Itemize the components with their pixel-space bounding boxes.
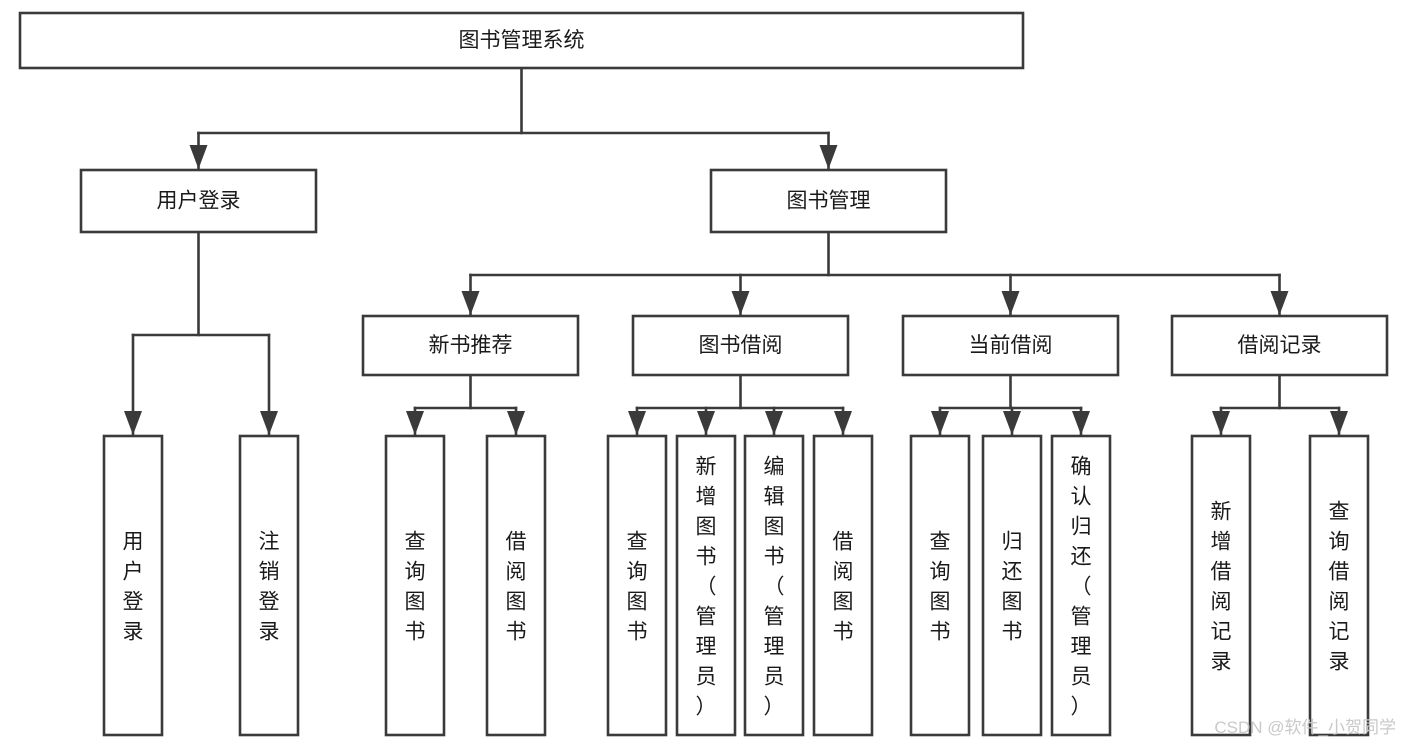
node-user-login-box[interactable] bbox=[79, 168, 318, 234]
node-leaf-confirm-return[interactable]: 确认归还（管理员） bbox=[1050, 434, 1112, 737]
node-leaf-borrow-book-2[interactable]: 借阅图书 bbox=[812, 434, 874, 737]
edge-book-borrow-arrow-3 bbox=[834, 411, 852, 435]
node-leaf-user-login-box[interactable] bbox=[102, 434, 164, 737]
node-leaf-query-record-label: 查询借阅记录 bbox=[1329, 501, 1350, 674]
node-leaf-add-book[interactable]: 新增图书（管理员） bbox=[675, 434, 737, 737]
edge-book-borrow-arrow-0 bbox=[628, 411, 646, 435]
node-leaf-add-book-box[interactable] bbox=[675, 434, 737, 737]
node-leaf-query-book-3[interactable]: 查询图书 bbox=[909, 434, 971, 737]
node-new-book-rec-box[interactable] bbox=[361, 314, 580, 377]
node-new-book-rec-label: 新书推荐 bbox=[429, 334, 513, 357]
edge-borrow-record-arrow-1 bbox=[1330, 411, 1348, 435]
node-leaf-query-book-2-box[interactable] bbox=[606, 434, 668, 737]
node-book-manage-box[interactable] bbox=[709, 168, 948, 234]
node-leaf-edit-book-label: 编辑图书（管理员） bbox=[764, 456, 785, 719]
edge-book-manage-arrow-2 bbox=[1001, 291, 1020, 315]
node-root-label: 图书管理系统 bbox=[459, 29, 585, 52]
node-leaf-query-book-3-box[interactable] bbox=[909, 434, 971, 737]
node-current-borrow-box[interactable] bbox=[901, 314, 1120, 377]
node-leaf-add-record[interactable]: 新增借阅记录 bbox=[1190, 434, 1252, 737]
node-leaf-return-book-label: 归还图书 bbox=[1002, 531, 1023, 644]
edge-new-book-rec-arrow-1 bbox=[507, 411, 525, 435]
node-current-borrow[interactable]: 当前借阅 bbox=[901, 314, 1120, 377]
node-leaf-edit-book-box[interactable] bbox=[743, 434, 805, 737]
edge-user-login-arrow-1 bbox=[260, 411, 278, 435]
node-leaf-confirm-return-label: 确认归还（管理员） bbox=[1071, 456, 1092, 719]
node-leaf-user-login[interactable]: 用户登录 bbox=[102, 434, 164, 737]
node-leaf-borrow-book-1[interactable]: 借阅图书 bbox=[485, 434, 547, 737]
node-leaf-confirm-return-box[interactable] bbox=[1050, 434, 1112, 737]
node-leaf-borrow-book-1-label: 借阅图书 bbox=[506, 531, 527, 644]
node-leaf-query-book-1[interactable]: 查询图书 bbox=[384, 434, 446, 737]
edge-borrow-record-arrow-0 bbox=[1212, 411, 1230, 435]
edge-current-borrow-arrow-1 bbox=[1003, 411, 1021, 435]
node-book-borrow-box[interactable] bbox=[631, 314, 850, 377]
node-leaf-query-record-box[interactable] bbox=[1308, 434, 1370, 737]
connector-layer bbox=[124, 66, 1348, 436]
node-leaf-logout-box[interactable] bbox=[238, 434, 300, 737]
edge-book-borrow-arrow-2 bbox=[765, 411, 783, 435]
node-layer: 图书管理系统用户登录图书管理新书推荐图书借阅当前借阅借阅记录用户登录注销登录查询… bbox=[18, 11, 1389, 737]
node-new-book-rec[interactable]: 新书推荐 bbox=[361, 314, 580, 377]
node-leaf-add-record-box[interactable] bbox=[1190, 434, 1252, 737]
node-leaf-borrow-book-2-label: 借阅图书 bbox=[833, 531, 854, 644]
node-book-manage-label: 图书管理 bbox=[787, 190, 871, 213]
node-borrow-record-box[interactable] bbox=[1170, 314, 1389, 377]
edge-root-arrow-0 bbox=[189, 145, 208, 169]
edge-book-manage-arrow-1 bbox=[731, 291, 750, 315]
node-leaf-query-record[interactable]: 查询借阅记录 bbox=[1308, 434, 1370, 737]
edge-book-manage-arrow-0 bbox=[461, 291, 480, 315]
node-leaf-query-book-1-label: 查询图书 bbox=[405, 531, 426, 644]
node-borrow-record[interactable]: 借阅记录 bbox=[1170, 314, 1389, 377]
node-leaf-user-login-label: 用户登录 bbox=[123, 531, 144, 644]
node-leaf-return-book-box[interactable] bbox=[981, 434, 1043, 737]
edge-user-login-arrow-0 bbox=[124, 411, 142, 435]
node-root-box[interactable] bbox=[18, 11, 1025, 70]
node-book-borrow[interactable]: 图书借阅 bbox=[631, 314, 850, 377]
node-borrow-record-label: 借阅记录 bbox=[1238, 334, 1322, 357]
node-user-login[interactable]: 用户登录 bbox=[79, 168, 318, 234]
edge-new-book-rec-arrow-0 bbox=[406, 411, 424, 435]
node-leaf-return-book[interactable]: 归还图书 bbox=[981, 434, 1043, 737]
node-leaf-borrow-book-2-box[interactable] bbox=[812, 434, 874, 737]
node-leaf-edit-book[interactable]: 编辑图书（管理员） bbox=[743, 434, 805, 737]
node-book-manage[interactable]: 图书管理 bbox=[709, 168, 948, 234]
watermark-label: CSDN @软件_小贺同学 bbox=[1214, 718, 1396, 737]
node-leaf-borrow-book-1-box[interactable] bbox=[485, 434, 547, 737]
node-leaf-logout-label: 注销登录 bbox=[259, 531, 280, 644]
node-leaf-add-record-label: 新增借阅记录 bbox=[1211, 501, 1232, 674]
node-root[interactable]: 图书管理系统 bbox=[18, 11, 1025, 70]
edge-current-borrow-arrow-0 bbox=[931, 411, 949, 435]
node-leaf-logout[interactable]: 注销登录 bbox=[238, 434, 300, 737]
edge-book-manage-arrow-3 bbox=[1270, 291, 1289, 315]
node-current-borrow-label: 当前借阅 bbox=[969, 334, 1053, 357]
node-leaf-query-book-3-label: 查询图书 bbox=[930, 531, 951, 644]
node-leaf-query-book-1-box[interactable] bbox=[384, 434, 446, 737]
edge-book-borrow-arrow-1 bbox=[697, 411, 715, 435]
edge-root-arrow-1 bbox=[819, 145, 838, 169]
node-user-login-label: 用户登录 bbox=[157, 190, 241, 213]
node-leaf-query-book-2[interactable]: 查询图书 bbox=[606, 434, 668, 737]
node-book-borrow-label: 图书借阅 bbox=[699, 334, 783, 357]
edge-current-borrow-arrow-2 bbox=[1072, 411, 1090, 435]
node-leaf-add-book-label: 新增图书（管理员） bbox=[696, 456, 717, 719]
node-leaf-query-book-2-label: 查询图书 bbox=[627, 531, 648, 644]
